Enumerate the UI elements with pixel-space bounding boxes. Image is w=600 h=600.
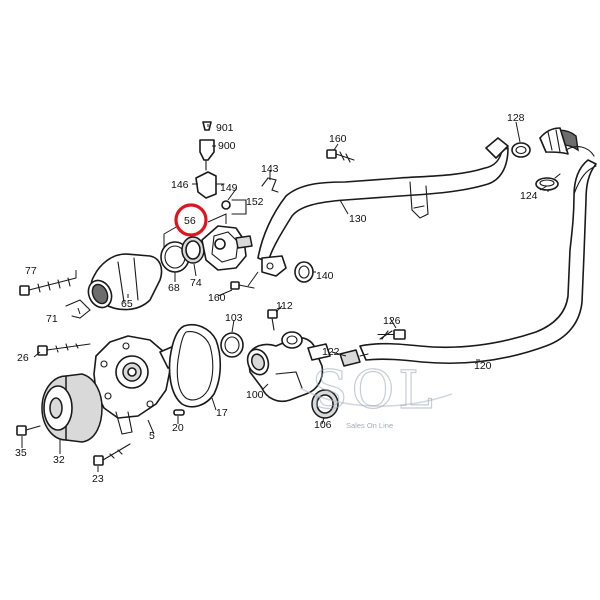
callout-20: 20 xyxy=(172,422,184,434)
callout-146: 146 xyxy=(171,179,189,191)
bolt-126 xyxy=(377,329,406,340)
callout-17: 17 xyxy=(216,407,228,419)
callout-126: 126 xyxy=(383,315,401,327)
callout-152: 152 xyxy=(246,196,264,208)
callout-128: 128 xyxy=(507,112,525,124)
callout-77: 77 xyxy=(25,265,37,277)
bolt-77 xyxy=(19,277,77,296)
callout-26: 26 xyxy=(17,352,29,364)
pulley-32 xyxy=(41,373,103,443)
hose-clamp-128 xyxy=(511,142,531,158)
callout-32: 32 xyxy=(53,454,65,466)
callout-124: 124 xyxy=(520,190,538,202)
watermark-tagline: Sales On Line xyxy=(346,421,393,430)
callout-130: 130 xyxy=(349,213,367,225)
callout-900: 900 xyxy=(218,140,236,152)
clip-71 xyxy=(65,299,91,319)
bolt-160-top xyxy=(326,149,355,163)
callout-23: 23 xyxy=(92,473,104,485)
bolt-160-lower xyxy=(230,281,255,290)
watermark-logo-text: SOL xyxy=(312,361,437,421)
hose-clamp-124 xyxy=(535,173,561,191)
callout-106: 106 xyxy=(314,419,332,431)
callout-160-top: 160 xyxy=(329,133,347,145)
callout-120: 120 xyxy=(474,360,492,372)
bolt-26 xyxy=(37,343,91,356)
hose-128 xyxy=(539,127,579,155)
o-ring-103 xyxy=(220,332,244,358)
thermostat-56 xyxy=(201,225,253,271)
bolt-112 xyxy=(267,309,278,331)
callout-160-lower: 160 xyxy=(208,292,226,304)
flange xyxy=(261,255,287,277)
callout-149: 149 xyxy=(220,182,238,194)
callout-labels: 901 900 146 149 152 143 160 130 128 124 … xyxy=(15,112,538,485)
water-pump-5 xyxy=(93,335,181,435)
callout-143: 143 xyxy=(261,163,279,175)
callout-35: 35 xyxy=(15,447,27,459)
clip-143 xyxy=(261,177,279,193)
callout-65: 65 xyxy=(121,298,133,310)
hose-segment xyxy=(485,137,509,159)
callout-901: 901 xyxy=(216,122,234,134)
coolant-pipe-130 xyxy=(257,147,509,263)
callout-122: 122 xyxy=(322,346,340,358)
callout-103: 103 xyxy=(225,312,243,324)
coolant-elbow-65 xyxy=(87,253,163,311)
ring-74 xyxy=(181,236,205,264)
gasket-17 xyxy=(168,324,222,408)
bolt-35 xyxy=(16,425,41,436)
fitting-122 xyxy=(339,349,369,367)
callout-71: 71 xyxy=(46,313,58,325)
highlight-circle xyxy=(174,203,208,237)
callout-112: 112 xyxy=(276,300,293,312)
bolt-23 xyxy=(93,443,131,466)
seal-149 xyxy=(221,200,231,210)
callout-100: 100 xyxy=(246,389,264,401)
fitting-146 xyxy=(195,171,225,199)
coolant-pipe-120 xyxy=(359,146,597,364)
callout-56: 56 xyxy=(184,215,196,227)
bracket-lines xyxy=(163,213,259,287)
sensor-900 xyxy=(199,139,215,171)
connector-901 xyxy=(202,121,212,131)
seal-140 xyxy=(294,261,314,283)
dowel-pin-20 xyxy=(173,409,185,416)
clip-152 xyxy=(231,199,247,215)
watermark-logo: SOL Sales On Line xyxy=(299,360,453,430)
callout-68: 68 xyxy=(168,282,180,294)
callout-74: 74 xyxy=(190,277,202,289)
callout-5: 5 xyxy=(149,430,155,442)
leader-lines xyxy=(21,121,549,472)
callout-140: 140 xyxy=(316,270,334,282)
